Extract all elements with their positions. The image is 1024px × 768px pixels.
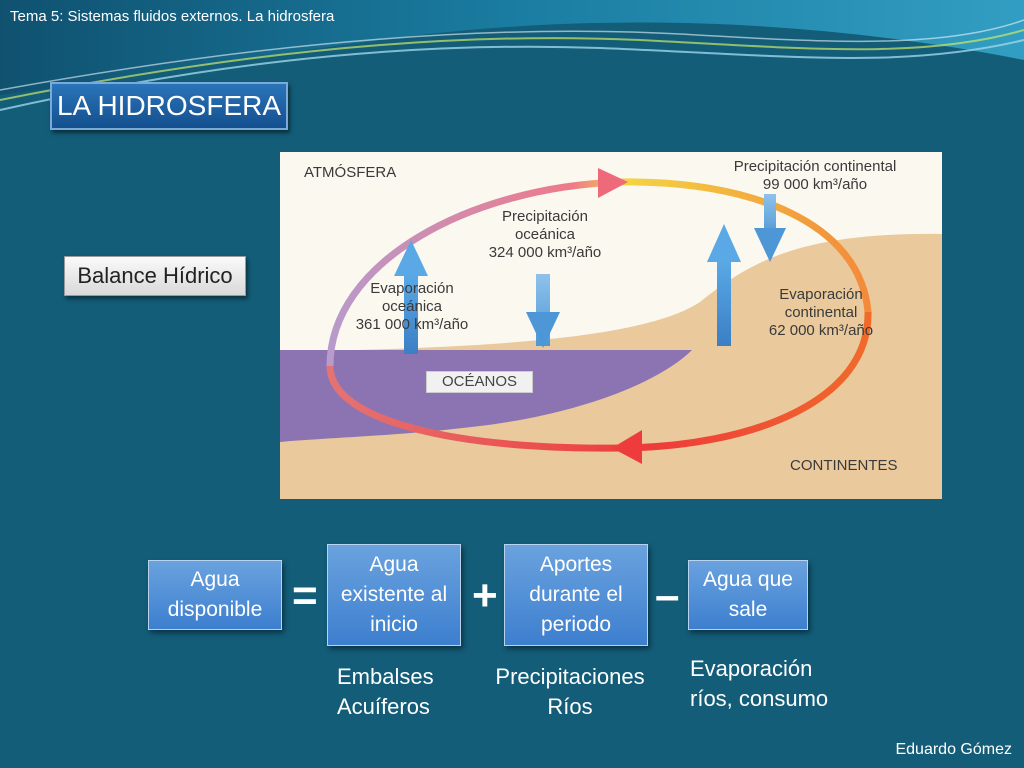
precipitacion-continental-title: Precipitación continental bbox=[733, 158, 897, 175]
label-precipitacion-oceanica: Precipitación oceánica 324 000 km³/año bbox=[470, 208, 620, 262]
header-wave-decoration bbox=[0, 0, 1024, 111]
label-continentes: CONTINENTES bbox=[790, 457, 898, 474]
note-acuiferos: Acuíferos bbox=[337, 694, 430, 719]
evaporacion-continental-title-2: continental bbox=[784, 304, 858, 321]
precipitacion-oceanica-value: 324 000 km³/año bbox=[488, 244, 602, 261]
label-evaporacion-oceanica: Evaporación oceánica 361 000 km³/año bbox=[342, 280, 482, 334]
note-rios: Ríos bbox=[547, 694, 593, 719]
box-agua-que-sale: Agua que sale bbox=[688, 560, 808, 630]
label-atmosfera: ATMÓSFERA bbox=[304, 164, 397, 181]
note-precipitaciones: Precipitaciones bbox=[495, 664, 645, 689]
water-cycle-graphic bbox=[280, 168, 942, 499]
note-precipitaciones-rios: Precipitaciones Ríos bbox=[488, 662, 652, 722]
box-aportes-periodo: Aportes durante el periodo bbox=[504, 544, 648, 646]
balance-hidrico-label: Balance Hídrico bbox=[64, 256, 246, 296]
note-embalses: Embalses bbox=[337, 664, 434, 689]
note-evaporacion-consumo: Evaporación ríos, consumo bbox=[690, 654, 828, 714]
precipitacion-oceanica-title-2: oceánica bbox=[514, 226, 576, 243]
evaporacion-continental-value: 62 000 km³/año bbox=[768, 322, 874, 339]
label-oceanos: OCÉANOS bbox=[426, 371, 533, 393]
label-precipitacion-continental: Precipitación continental 99 000 km³/año bbox=[700, 158, 930, 194]
precipitacion-continental-value: 99 000 km³/año bbox=[762, 176, 868, 193]
box-agua-existente: Agua existente al inicio bbox=[327, 544, 461, 646]
evaporacion-oceanica-title-1: Evaporación bbox=[370, 280, 454, 297]
precipitacion-oceanica-title-1: Precipitación bbox=[502, 208, 588, 225]
slide-header-subject: Tema 5: Sistemas fluidos externos. La hi… bbox=[10, 8, 335, 25]
note-evaporacion: Evaporación bbox=[690, 656, 813, 681]
footer-author: Eduardo Gómez bbox=[895, 741, 1012, 758]
plus-sign: + bbox=[472, 571, 498, 620]
evaporacion-continental-title-1: Evaporación bbox=[779, 286, 863, 303]
minus-sign: – bbox=[655, 571, 680, 620]
note-embalses-acuiferos: Embalses Acuíferos bbox=[337, 662, 434, 722]
equals-sign: = bbox=[292, 571, 318, 620]
box-agua-disponible: Agua disponible bbox=[148, 560, 282, 630]
note-rios-consumo: ríos, consumo bbox=[690, 686, 829, 711]
slide-title: LA HIDROSFERA bbox=[50, 82, 288, 130]
label-evaporacion-continental: Evaporación continental 62 000 km³/año bbox=[746, 286, 896, 340]
evaporacion-oceanica-title-2: oceánica bbox=[381, 298, 443, 315]
evaporacion-oceanica-value: 361 000 km³/año bbox=[355, 316, 469, 333]
water-cycle-diagram: ATMÓSFERA Precipitación continental 99 0… bbox=[280, 152, 942, 499]
